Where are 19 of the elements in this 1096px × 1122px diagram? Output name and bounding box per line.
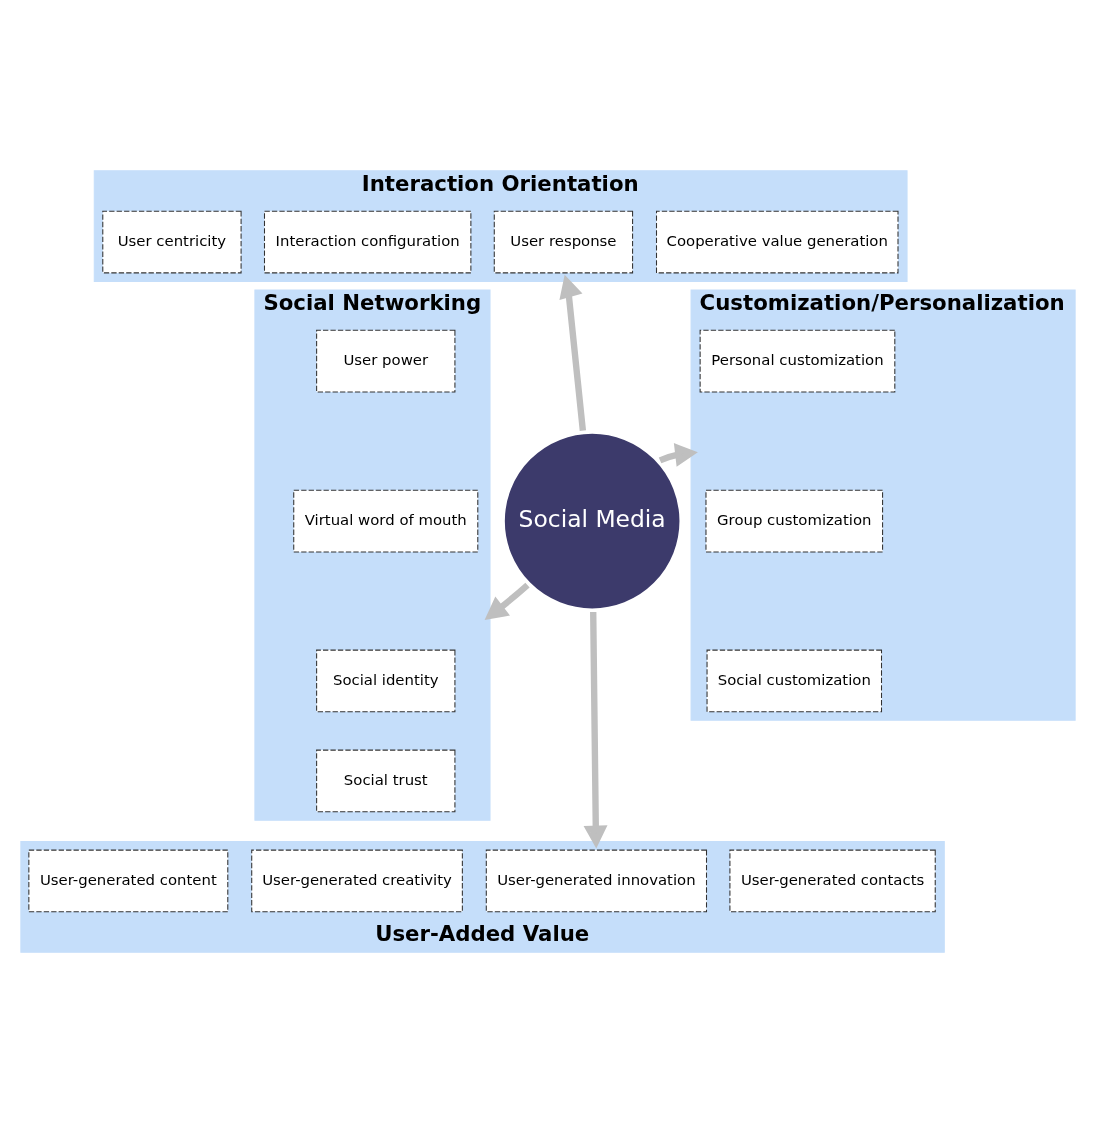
arrow (484, 582, 530, 620)
node-box: User centricity (102, 210, 242, 273)
node-box: User response (493, 210, 634, 273)
node-box: Group customization (705, 489, 884, 552)
node-box: Cooperative value generation (656, 210, 899, 273)
node-box: User-generated innovation (485, 849, 708, 912)
node-box: Social customization (706, 649, 883, 712)
node-box: Social trust (316, 749, 456, 812)
arrow (658, 442, 698, 467)
node-box: User-generated content (28, 849, 229, 912)
node-box: User power (316, 329, 456, 393)
node-box: Personal customization (699, 329, 896, 393)
node-box: Interaction configuration (263, 210, 472, 273)
node-box: Social identity (316, 649, 456, 712)
node-box: User-generated contacts (729, 849, 936, 912)
node-box: Virtual word of mouth (293, 489, 479, 552)
node-box: User-generated creativity (251, 849, 463, 912)
arrow (559, 274, 587, 431)
arrow (583, 611, 608, 848)
